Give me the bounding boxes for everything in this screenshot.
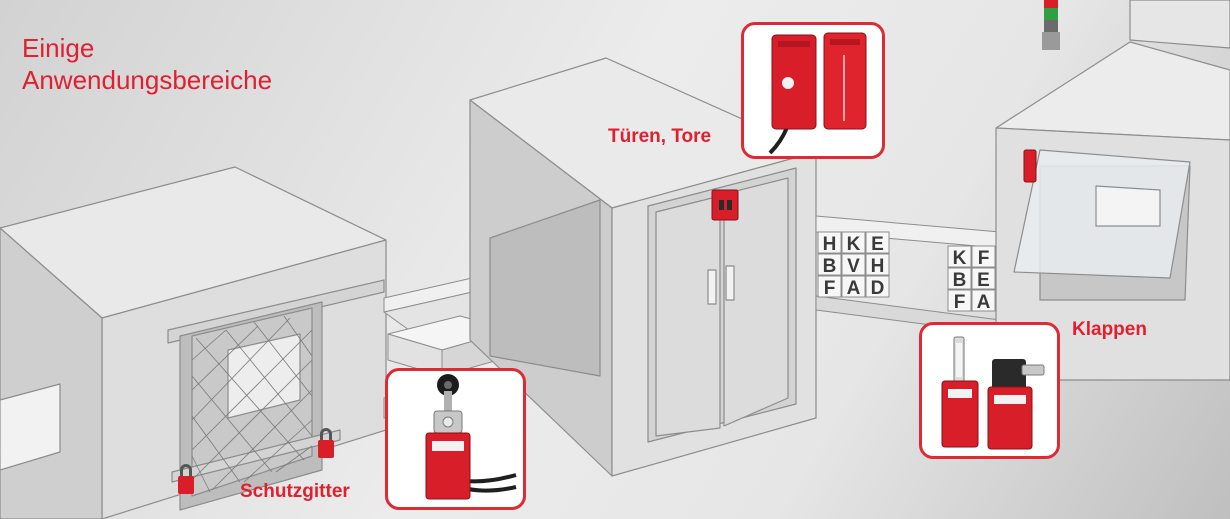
letter-block: F <box>947 289 972 313</box>
label-doors: Türen, Tore <box>608 126 712 147</box>
title-line: Einige <box>22 33 95 63</box>
letter-block: K <box>841 231 866 255</box>
letter-block: D <box>865 275 890 299</box>
letter-block-label: K <box>847 234 861 255</box>
letter-block: H <box>865 253 890 277</box>
letter-block: B <box>947 267 972 291</box>
product-card-magnetic-switch <box>741 22 885 159</box>
letter-block: F <box>971 245 996 269</box>
letter-block: A <box>841 275 866 299</box>
letter-block: F <box>817 275 842 299</box>
letter-block-label: D <box>871 278 885 299</box>
letter-block-label: A <box>977 292 991 313</box>
letter-block-label: E <box>871 234 884 255</box>
flap-machine <box>995 0 1230 381</box>
letter-block-label: B <box>953 270 967 291</box>
letter-block-label: V <box>847 256 860 277</box>
title-line: Anwendungsbereiche <box>22 65 273 95</box>
letter-block-label: E <box>977 270 990 291</box>
padlock-icon <box>178 464 194 494</box>
letter-block-label: H <box>823 234 837 255</box>
letter-block-label: F <box>824 278 836 299</box>
guard-machine <box>0 166 387 519</box>
wire-mesh <box>191 315 313 493</box>
label-flaps: Klappen <box>1072 319 1147 340</box>
letter-block: E <box>865 231 890 255</box>
interlock-switch-image <box>941 336 1045 450</box>
letter-block: A <box>971 289 996 313</box>
letter-block-label: B <box>823 256 837 277</box>
letter-block-label: K <box>953 248 967 269</box>
door-safety-switch <box>711 189 739 221</box>
letter-block: B <box>817 253 842 277</box>
page-title: Einige Anwendungsbereiche <box>22 32 352 96</box>
letter-block-label: A <box>847 278 861 299</box>
letter-block: E <box>971 267 996 291</box>
door-cabinet <box>469 57 817 477</box>
letter-block-label: H <box>871 256 885 277</box>
letter-block: K <box>947 245 972 269</box>
letter-block: H <box>817 231 842 255</box>
magnetic-switch-image <box>768 32 867 155</box>
letter-block: V <box>841 253 866 277</box>
padlock-icon <box>318 428 334 458</box>
product-card-limit-switch <box>385 368 526 510</box>
limit-switch-image <box>425 374 517 500</box>
flap-safety-switch <box>1023 149 1037 183</box>
letter-block-label: F <box>978 248 990 269</box>
letter-block-label: F <box>954 292 966 313</box>
product-card-interlock-switch <box>919 322 1060 459</box>
signal-light <box>1042 0 1060 50</box>
label-guards: Schutzgitter <box>240 481 350 502</box>
